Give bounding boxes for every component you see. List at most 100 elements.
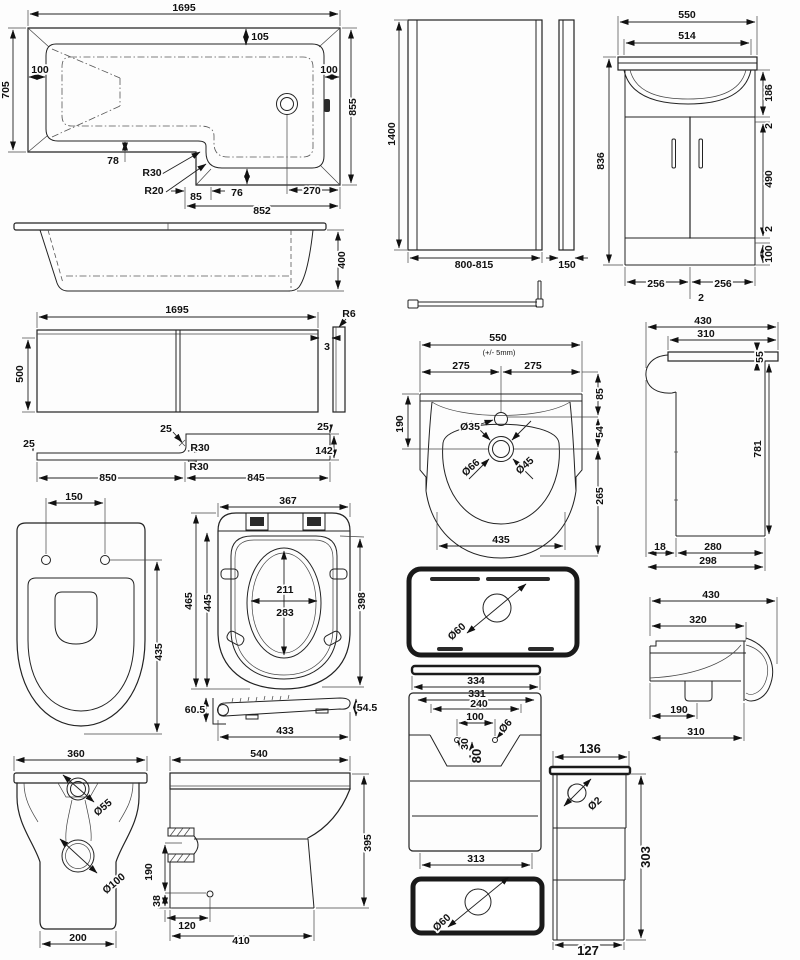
dim-cistern-recess-height: 80 bbox=[469, 749, 484, 763]
dim-bath-wall-left: 100 bbox=[31, 64, 49, 76]
dim-vanity-door-right: 256 bbox=[714, 278, 732, 290]
dim-cisternside-hole: Ø2 bbox=[586, 795, 605, 813]
dim-basinside-depth-bottom: 310 bbox=[687, 726, 705, 738]
dim-toiletside-inlet-height: 190 bbox=[143, 863, 155, 881]
dim-panel-thk-right: 25 bbox=[317, 421, 329, 433]
dim-vanity-gap-mid: 2 bbox=[698, 292, 704, 304]
dim-seatlid-length: 435 bbox=[153, 643, 165, 661]
dim-vanityside-base-depth: 298 bbox=[699, 555, 717, 567]
dim-basin-back-depth2: 190 bbox=[394, 415, 406, 433]
dim-vanityside-depth-total: 430 bbox=[694, 315, 712, 327]
dim-vanityside-front-gap: 18 bbox=[654, 541, 666, 553]
dim-vanityside-height: 781 bbox=[752, 440, 764, 458]
bath-panel-plan-view: 25 25 25 R30 142 R30 850 845 bbox=[21, 419, 339, 486]
dim-basin-tolerance: (+/- 5mm) bbox=[483, 348, 516, 357]
dim-panel-thk-mid: 25 bbox=[160, 423, 172, 435]
dim-bath-radius-outer: R20 bbox=[144, 185, 163, 197]
dim-panel-radius: R6 bbox=[342, 308, 356, 320]
basin-side-view: 430 320 190 310 bbox=[649, 587, 778, 741]
dim-seatside-height-back: 60.5 bbox=[185, 704, 206, 716]
dim-toiletside-fixing-offset: 120 bbox=[178, 920, 196, 932]
dim-bath-height: 400 bbox=[336, 251, 348, 269]
dim-basinside-depth-total: 430 bbox=[702, 589, 720, 601]
dim-cisternside-width-base: 127 bbox=[577, 943, 599, 958]
dim-cistern-width-base: 313 bbox=[467, 853, 485, 865]
dim-toiletside-base-length: 410 bbox=[232, 935, 250, 947]
dim-screen-depth: 150 bbox=[558, 259, 576, 271]
dim-basin-width: 550 bbox=[489, 332, 507, 344]
dim-seat-opening-length: 283 bbox=[276, 607, 294, 619]
dim-panel-gap: 3 bbox=[324, 341, 330, 353]
dim-bath-rim-right: 76 bbox=[231, 187, 243, 199]
dim-cistern-hole-centres: 100 bbox=[466, 711, 484, 723]
dim-vanityside-depth-top: 310 bbox=[697, 328, 715, 340]
dim-bath-rim-bottom: 78 bbox=[107, 155, 119, 167]
dim-basin-edge-mid: 54 bbox=[594, 426, 606, 438]
dim-seat-opening-width: 211 bbox=[277, 584, 294, 596]
dim-seat-length: 398 bbox=[356, 592, 368, 610]
dim-bath-length: 1695 bbox=[172, 2, 196, 14]
dim-basin-overflow-inner: Ø45 bbox=[514, 455, 537, 477]
vanity-front-view: 550 514 186 2 490 2 100 836 256 256 2 bbox=[593, 7, 777, 306]
seat-side-view: 60.5 54.5 433 bbox=[183, 694, 379, 741]
dim-basin-bowl-width: 435 bbox=[492, 534, 510, 546]
dim-vanity-door-height: 490 bbox=[763, 170, 775, 188]
dim-toiletside-length: 540 bbox=[250, 748, 268, 760]
dim-seatside-length: 433 bbox=[276, 725, 294, 737]
dim-vanity-width: 550 bbox=[678, 9, 696, 21]
dim-cistern-width-recess: 240 bbox=[470, 698, 488, 710]
dim-bath-drain-offset: 270 bbox=[303, 185, 321, 197]
dim-basinside-trap-offset: 190 bbox=[670, 704, 688, 716]
vanity-side-view: 430 310 55 781 18 280 298 bbox=[645, 313, 779, 571]
dim-basin-overflow-outer: Ø66 bbox=[460, 457, 483, 479]
dim-vanity-plinth: 100 bbox=[763, 245, 775, 263]
cistern-lid-plan-view: Ø60 bbox=[406, 566, 580, 658]
dim-seat-width: 367 bbox=[279, 495, 297, 507]
cistern-side-view: 136 Ø2 303 127 bbox=[548, 739, 655, 960]
dim-vanityside-cabinet-depth: 280 bbox=[704, 541, 722, 553]
dim-basin-tap-hole: Ø35 bbox=[460, 421, 480, 433]
dim-vanity-door-left: 256 bbox=[647, 278, 665, 290]
dim-panel-len-right: 845 bbox=[247, 472, 265, 484]
dim-vanity-gap-top: 2 bbox=[763, 123, 775, 129]
dim-seat-length-inner: 445 bbox=[202, 594, 214, 612]
dim-bath-radius-inner: R30 bbox=[142, 167, 161, 179]
dim-panel-thk-left: 25 bbox=[23, 438, 35, 450]
toilet-rear-view: 360 Ø55 Ø100 200 bbox=[13, 746, 148, 948]
dim-cistern-width-top: 331 bbox=[468, 688, 486, 700]
dim-screen-width: 800-815 bbox=[455, 259, 494, 271]
inlet-spigot bbox=[167, 827, 199, 863]
dim-vanity-basin-height: 186 bbox=[763, 84, 775, 102]
dim-seatside-height-front: 54.5 bbox=[357, 702, 378, 714]
dim-toiletside-height: 395 bbox=[362, 834, 374, 852]
dim-basin-half-left: 275 bbox=[452, 360, 470, 372]
dim-cistern-recess-drop: 30 bbox=[459, 738, 471, 750]
dim-panel-height: 500 bbox=[14, 365, 26, 383]
dim-basin-half-right: 275 bbox=[524, 360, 542, 372]
dim-basin-edge-top: 85 bbox=[594, 388, 606, 400]
dim-vanity-gap-bottom: 2 bbox=[763, 226, 775, 232]
shower-screen-side-view: 150 bbox=[546, 19, 588, 273]
dim-panel-radius-bottom: R30 bbox=[189, 461, 208, 473]
dim-toiletside-fixing-height: 38 bbox=[151, 895, 163, 907]
dim-panel-length: 1695 bbox=[165, 304, 189, 316]
shower-screen-front-view: 1400 800-815 bbox=[384, 19, 543, 273]
dim-basinside-depth-top: 320 bbox=[689, 614, 707, 626]
dim-seatlid-hinge-centres: 150 bbox=[65, 491, 83, 503]
toilet-side-view: 540 395 190 38 120 410 bbox=[141, 746, 376, 949]
dim-cistern-hole: Ø6 bbox=[497, 717, 515, 736]
bath-panel-front-view: 1695 500 R6 3 bbox=[12, 302, 358, 413]
cistern-base-view: Ø60 bbox=[410, 876, 545, 936]
bath-side-view: 400 bbox=[13, 222, 350, 292]
basin-plan-view: 550 (+/- 5mm) 275 275 Ø35 Ø66 Ø45 190 85… bbox=[392, 330, 608, 559]
dim-bath-width-left: 705 bbox=[0, 81, 12, 99]
dim-toilet-width: 360 bbox=[67, 748, 85, 760]
dim-bath-inset-top: 105 bbox=[251, 31, 269, 43]
dim-panel-depth-right: 142 bbox=[315, 445, 333, 457]
dim-seat-length-outer: 465 bbox=[183, 592, 195, 610]
dim-panel-len-left: 850 bbox=[99, 472, 117, 484]
dim-vanity-basin-width: 514 bbox=[678, 30, 696, 42]
dim-toilet-base-width: 200 bbox=[69, 932, 87, 944]
